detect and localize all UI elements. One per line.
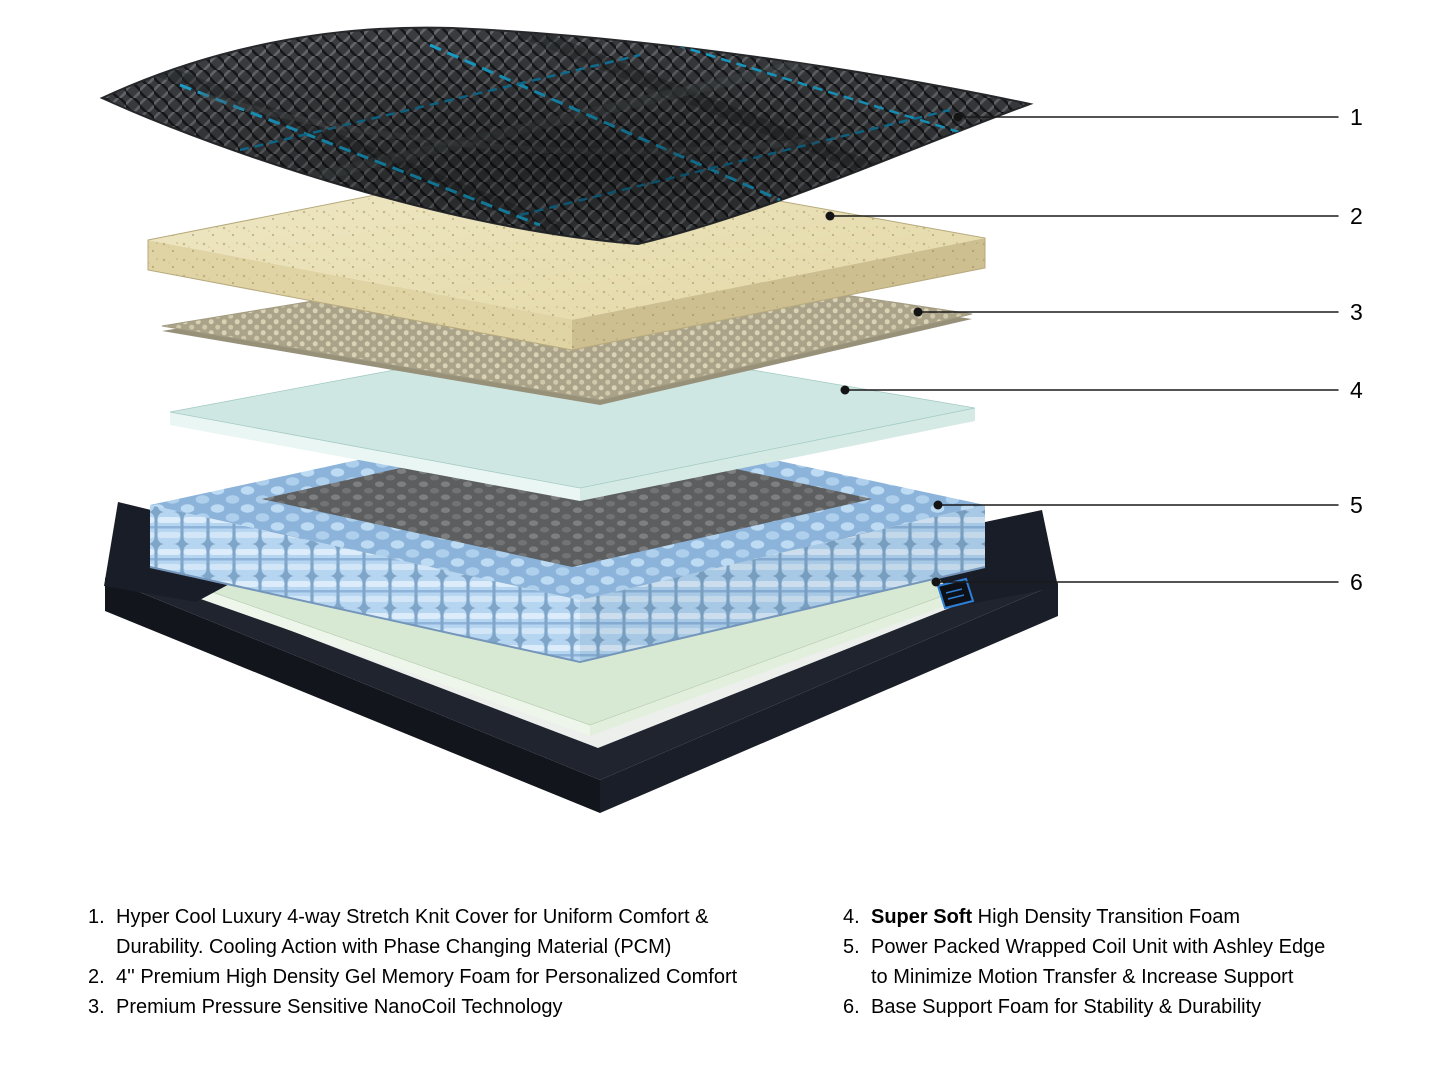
legend-item-bold: Super Soft xyxy=(871,906,973,928)
callout-number-label: 3 xyxy=(1350,299,1363,325)
legend-item-text-wrap: Hyper Cool Luxury 4-way Stretch Knit Cov… xyxy=(116,902,761,962)
coil-face-left xyxy=(150,505,580,662)
legend-item-3: 3. Premium Pressure Sensitive NanoCoil T… xyxy=(88,992,761,1022)
cover-sag-shading xyxy=(102,27,1030,244)
legend-item-text: 4'' Premium High Density Gel Memory Foam… xyxy=(116,966,738,988)
memory-foam-speckles xyxy=(148,160,985,350)
callout-4: 4 xyxy=(840,377,1363,403)
callout-number-label: 4 xyxy=(1350,377,1363,403)
coil-face-right-shade xyxy=(580,505,985,662)
callout-3: 3 xyxy=(913,299,1363,325)
callout-5: 5 xyxy=(933,492,1363,518)
legend-item-text-wrap: 4'' Premium High Density Gel Memory Foam… xyxy=(116,962,761,992)
legend-item-text-wrap: Premium Pressure Sensitive NanoCoil Tech… xyxy=(116,992,761,1022)
legend-item-number: 3. xyxy=(88,996,105,1018)
callouts: 1 2 3 4 5 xyxy=(825,104,1363,595)
base-side-right xyxy=(600,583,1058,813)
legend-item-text: Power Packed Wrapped Coil Unit with Ashl… xyxy=(871,936,1326,988)
transition-foam-edge-left xyxy=(170,412,580,501)
callout-dot xyxy=(913,307,923,317)
callout-number-label: 5 xyxy=(1350,492,1363,518)
callout-number-label: 1 xyxy=(1350,104,1363,130)
callout-dot xyxy=(953,112,963,122)
legend-item-text-wrap: Power Packed Wrapped Coil Unit with Ashl… xyxy=(871,932,1329,992)
legend-item-number: 5. xyxy=(843,936,860,958)
callout-1: 1 xyxy=(953,104,1363,130)
callout-dot xyxy=(933,500,943,510)
legend-item-text-wrap: Base Support Foam for Stability & Durabi… xyxy=(871,992,1329,1022)
legend-item-4: 4. Super Soft High Density Transition Fo… xyxy=(843,902,1329,932)
transition-foam-edge-right xyxy=(580,408,975,501)
legend-item-5: 5. Power Packed Wrapped Coil Unit with A… xyxy=(843,932,1329,992)
callout-number-label: 2 xyxy=(1350,203,1363,229)
base-foam-edge-right xyxy=(590,584,975,736)
callout-number-label: 6 xyxy=(1350,569,1363,595)
legend-item-2: 2. 4'' Premium High Density Gel Memory F… xyxy=(88,962,761,992)
callout-dot xyxy=(840,385,850,395)
legend-item-number: 6. xyxy=(843,996,860,1018)
callout-dot xyxy=(931,577,941,587)
callout-dot xyxy=(825,211,835,221)
callout-6: 6 xyxy=(931,569,1363,595)
base-side-left xyxy=(105,578,600,813)
legend-item-text-wrap: Super Soft High Density Transition Foam xyxy=(871,902,1329,932)
legend-item-text: Premium Pressure Sensitive NanoCoil Tech… xyxy=(116,996,563,1018)
coil-bottom-edge xyxy=(149,566,986,664)
brand-logo-icon xyxy=(936,577,975,610)
legend-left-column: 1. Hyper Cool Luxury 4-way Stretch Knit … xyxy=(88,902,761,1022)
legend-item-6: 6. Base Support Foam for Stability & Dur… xyxy=(843,992,1329,1022)
base-foam-edge-left xyxy=(195,586,590,736)
coil-face-right xyxy=(580,505,985,662)
legend-item-1: 1. Hyper Cool Luxury 4-way Stretch Knit … xyxy=(88,902,761,962)
legend-right-column: 4. Super Soft High Density Transition Fo… xyxy=(843,902,1329,1022)
legend-item-text: Hyper Cool Luxury 4-way Stretch Knit Cov… xyxy=(116,906,709,958)
layer-knit-cover xyxy=(99,26,1034,246)
legend-item-text: High Density Transition Foam xyxy=(972,906,1241,928)
legend-item-number: 1. xyxy=(88,906,105,928)
callout-2: 2 xyxy=(825,203,1363,229)
legend-item-number: 4. xyxy=(843,906,860,928)
layer-memory-foam xyxy=(147,159,986,351)
legend-item-text: Base Support Foam for Stability & Durabi… xyxy=(871,996,1262,1018)
legend-item-number: 2. xyxy=(88,966,105,988)
